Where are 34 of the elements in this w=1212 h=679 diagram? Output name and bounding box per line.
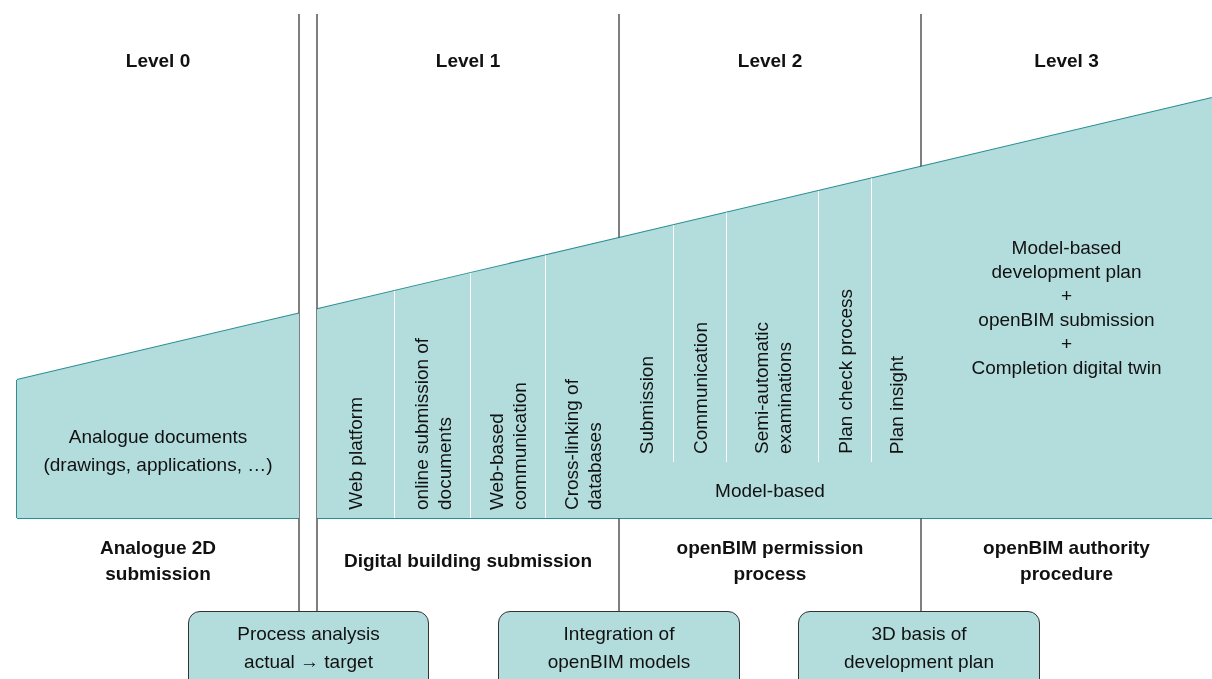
area-label: Model-based development plan <box>990 236 1143 284</box>
area-label: openBIM submission <box>978 308 1155 332</box>
column-label: Semi-automatic examinations <box>749 321 796 454</box>
level-column <box>470 255 545 518</box>
column-label: Communication <box>688 322 712 454</box>
box-label: Integration of openBIM models <box>546 622 692 674</box>
box-label: 3D basis of development plan <box>843 622 995 674</box>
process-box <box>498 611 740 679</box>
level-column <box>394 273 470 518</box>
level-column <box>317 291 394 518</box>
area-label: + <box>1060 284 1073 308</box>
stage-label: Digital building submission <box>342 549 594 573</box>
area-label: + <box>1060 332 1073 356</box>
process-box <box>188 611 429 679</box>
process-box <box>798 611 1040 679</box>
column-label: Cross-linking of databases <box>559 378 606 510</box>
box-label: Process analysis actual → target <box>236 622 381 674</box>
column-label: online submission of documents <box>409 336 456 510</box>
stage-label: openBIM permission process <box>675 536 865 586</box>
area-label: Analogue documents (drawings, applications, …) <box>42 424 274 477</box>
level-area <box>17 313 299 518</box>
column-label: Plan insight <box>885 355 908 454</box>
level-heading: Level 1 <box>434 49 502 73</box>
column-label: Web platform <box>344 397 367 510</box>
level-heading: Level 2 <box>736 49 804 73</box>
area-label: Completion digital twin <box>971 356 1162 380</box>
stage-label: openBIM authority procedure <box>982 536 1151 586</box>
column-label: Submission <box>634 355 658 454</box>
stage-label: Analogue 2D submission <box>98 536 218 586</box>
column-label: Plan check process <box>833 289 857 454</box>
area-label: Model-based <box>715 480 825 502</box>
level-heading: Level 0 <box>124 49 192 73</box>
column-label: Web-based communication <box>485 381 531 510</box>
level-heading: Level 3 <box>1033 49 1100 73</box>
